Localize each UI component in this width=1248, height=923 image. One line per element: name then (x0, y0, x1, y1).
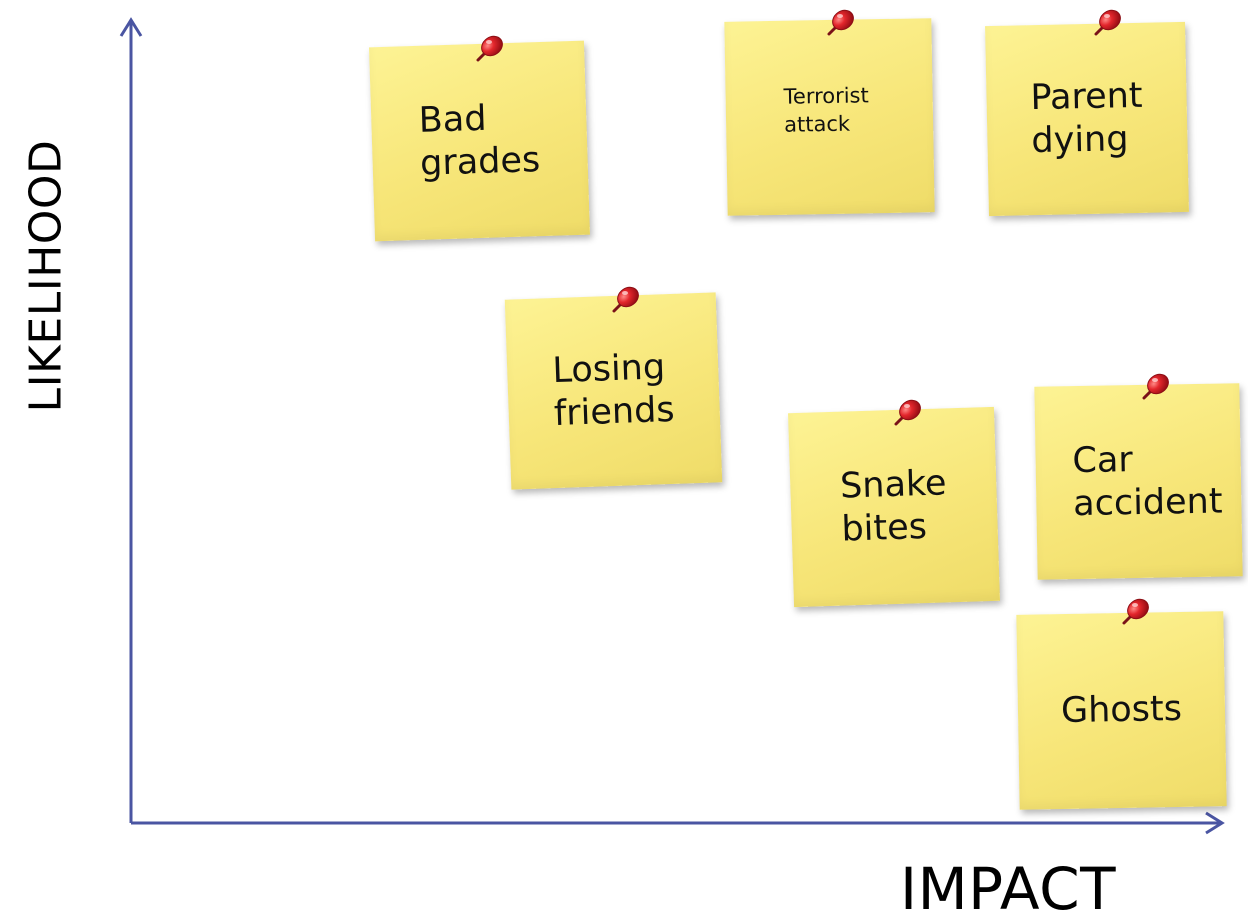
note-text: Losing friends (551, 347, 676, 435)
push-pin-icon (894, 399, 921, 426)
sticky-note-losing-friends[interactable]: Losing friends (504, 292, 723, 490)
note-text: Car accident (1072, 439, 1223, 524)
note-text: Parent dying (1030, 76, 1143, 162)
push-pin-icon (1094, 9, 1121, 36)
push-pin-icon (827, 9, 854, 36)
sticky-note-snake-bites[interactable]: Snake bites (788, 406, 1000, 608)
x-axis-arrowhead (1205, 811, 1225, 835)
sticky-note-bad-grades[interactable]: Bad grades (369, 40, 590, 242)
push-pin-icon (612, 286, 639, 313)
note-text: Terrorist attack (783, 83, 869, 138)
sticky-note-car-accident[interactable]: Car accident (1034, 383, 1243, 580)
note-text: Ghosts (1060, 689, 1183, 732)
y-axis-label: LIKELIHOOD (20, 139, 72, 413)
push-pin-icon (1122, 598, 1149, 625)
y-axis-arrowhead (119, 17, 143, 37)
note-text: Snake bites (839, 463, 948, 550)
sticky-note-ghosts[interactable]: Ghosts (1016, 611, 1227, 810)
sticky-note-parent-dying[interactable]: Parent dying (985, 21, 1189, 217)
push-pin-icon (1142, 373, 1169, 400)
note-text: Bad grades (418, 99, 541, 184)
x-axis-label: IMPACT (900, 855, 1116, 923)
sticky-note-terrorist-attack[interactable]: Terrorist attack (724, 18, 935, 216)
push-pin-icon (476, 35, 503, 62)
